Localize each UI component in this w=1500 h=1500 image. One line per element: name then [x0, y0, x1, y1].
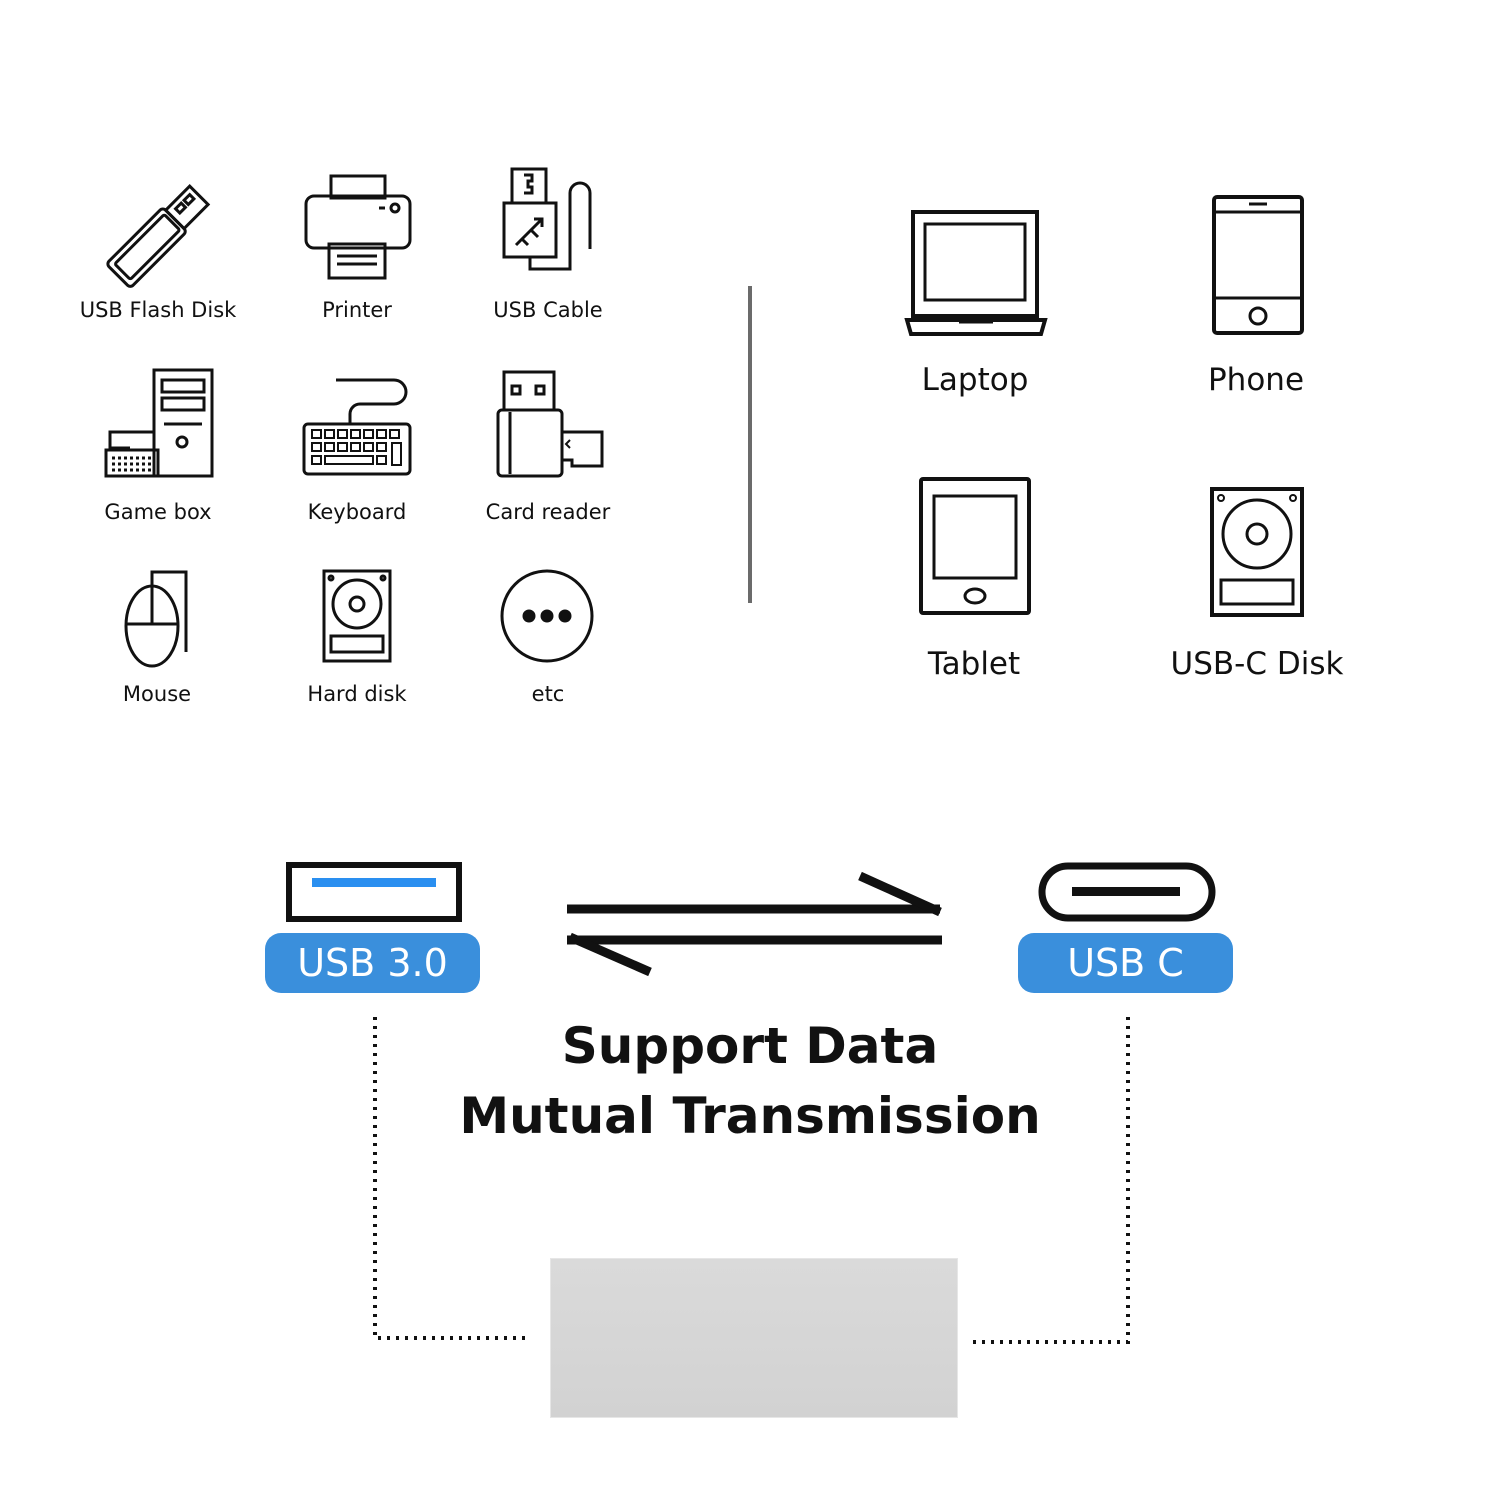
- game-box-icon: [104, 368, 214, 478]
- mouse-icon: [124, 570, 188, 668]
- printer-icon: [304, 174, 412, 280]
- section-divider: [748, 286, 752, 603]
- laptop-label: Laptop: [921, 362, 1029, 398]
- card-reader-icon: [496, 370, 604, 478]
- usb-a-port-icon: [286, 862, 462, 922]
- usbc-badge: USB C: [1018, 933, 1233, 993]
- more-icon: [500, 569, 594, 663]
- keyboard-icon: [302, 378, 412, 476]
- printer-label: Printer: [322, 298, 392, 322]
- adapter-product-body: [550, 1258, 958, 1418]
- tablet-icon: [919, 477, 1031, 615]
- bidirectional-arrow-icon: [567, 871, 942, 977]
- laptop-icon: [904, 210, 1048, 336]
- usb-flash-disk-icon: [106, 184, 211, 288]
- keyboard-label: Keyboard: [307, 500, 407, 524]
- phone-label: Phone: [1207, 362, 1305, 398]
- headline-line-1: Support Data: [561, 1017, 939, 1075]
- card-reader-label: Card reader: [485, 500, 611, 524]
- game-box-label: Game box: [104, 500, 212, 524]
- etc-label: etc: [531, 682, 565, 706]
- usb3-badge: USB 3.0: [265, 933, 480, 993]
- usb-cable-label: USB Cable: [493, 298, 603, 322]
- hard-disk-icon: [322, 569, 392, 663]
- usb-cable-icon: [502, 167, 592, 271]
- usbc-disk-icon: [1210, 487, 1304, 617]
- tablet-label: Tablet: [927, 646, 1021, 682]
- usb-flash-disk-label: USB Flash Disk: [79, 298, 237, 322]
- usb3-label: USB 3.0: [297, 941, 448, 985]
- hard-disk-label: Hard disk: [307, 682, 407, 706]
- phone-icon: [1212, 195, 1304, 335]
- usbc-disk-label: USB-C Disk: [1170, 646, 1344, 682]
- usbc-label: USB C: [1067, 941, 1184, 985]
- usb-c-port-icon: [1038, 862, 1216, 922]
- mouse-label: Mouse: [122, 682, 192, 706]
- headline-line-2: Mutual Transmission: [459, 1087, 1041, 1145]
